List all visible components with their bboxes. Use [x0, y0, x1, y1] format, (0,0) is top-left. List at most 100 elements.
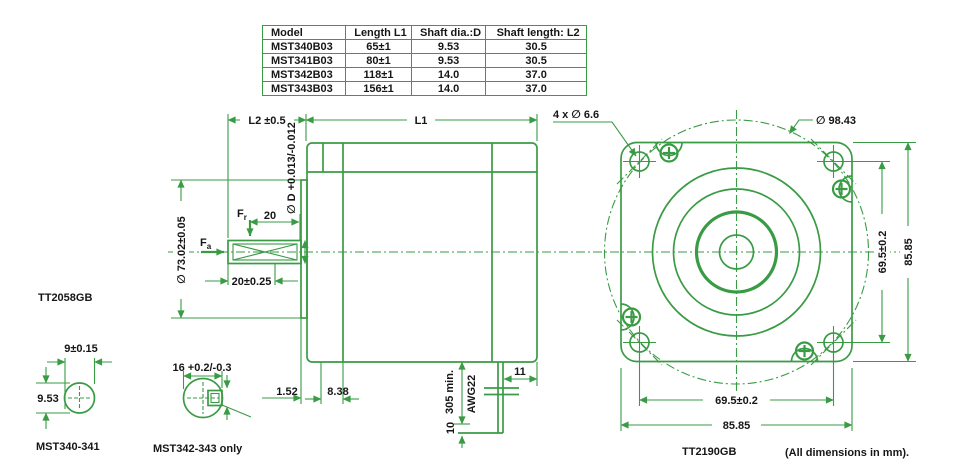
dim-body-dia-label: ∅ 73.02±0.05 [176, 216, 188, 283]
pilot-circle [694, 210, 779, 294]
table-row: MST340B03 65±1 9.53 30.5 [262, 39, 588, 54]
table-row: MST341B03 80±1 9.53 30.5 [262, 53, 588, 68]
width-bg [712, 418, 761, 432]
cover-circle [672, 188, 801, 316]
hole-spacing-h-label: 69.5±0.2 [715, 395, 758, 407]
cell-model: MST340B03 [262, 39, 346, 54]
cell-shaft-dia: 9.53 [410, 53, 487, 68]
model-spec-table: Model Length L1 Shaft dia.:D Shaft lengt… [262, 25, 588, 96]
hole-spacing-h-bg [703, 393, 770, 407]
bolt-circle [603, 119, 870, 385]
bolt-circle-leader [789, 119, 813, 134]
dim-shaft-len-label: 20±0.25 [232, 276, 272, 288]
key-leader [221, 404, 252, 418]
table-row: MST342B03 118±1 14.0 37.0 [262, 67, 588, 82]
dim-shaft-dia-label: ∅ D +0.013/-0.012 [286, 122, 298, 214]
units-note: (All dimensions in mm). [785, 447, 909, 459]
detail1-label: MST340-341 [36, 441, 100, 453]
flange-outline [620, 141, 853, 363]
front-view: 4 x ∅ 6.6 ∅ 98.43 69.5±0.2 85.85 69.5±0.… [553, 109, 916, 459]
dim-l2-label: L2 ±0.5 [248, 115, 285, 127]
detail2-label: MST342-343 only [153, 443, 243, 455]
dim-pilot-label: 1.52 [276, 386, 297, 398]
lead-wires: 305 min. AWG22 10 11 [444, 361, 538, 448]
front-vertical-dimensions: 69.5±0.2 85.85 [845, 141, 916, 363]
l2-label-bg [240, 113, 294, 127]
lead-offset-label: 11 [514, 366, 526, 378]
width-label: 85.85 [723, 420, 751, 432]
table-row: MST343B03 156±1 14.0 37.0 [262, 81, 588, 96]
hole-br-diagonal [810, 319, 857, 366]
length-dimensions: L2 ±0.5 L1 [227, 113, 538, 238]
bolt-circle-callout-label: ∅ 98.43 [816, 115, 856, 127]
hole-bl-diagonal [616, 319, 663, 366]
height-label: 85.85 [903, 238, 915, 266]
height-bg [900, 226, 916, 278]
cell-model: MST343B03 [262, 81, 346, 96]
detail2-dia-key-dim: 16 +0.2/-0.3 [172, 362, 231, 374]
col-header-model: Model [262, 25, 346, 40]
lead-strip-label: 10 [445, 422, 457, 434]
col-header-length: Length L1 [345, 25, 412, 40]
col-header-shaft-length: Shaft length: L2 [485, 25, 588, 40]
body-diameter-dimension: ∅ 73.02±0.05 [171, 179, 302, 319]
hole-spacing-v-label: 69.5±0.2 [877, 231, 889, 274]
shaft-outline [227, 239, 302, 265]
force-axial-label: Fa [200, 237, 212, 251]
cell-length: 118±1 [345, 67, 412, 82]
shaft-circle [718, 234, 755, 270]
force-radial-label: Fr [237, 208, 247, 222]
table-header-row: Model Length L1 Shaft dia.:D Shaft lengt… [262, 25, 588, 40]
dim-l1-label: L1 [415, 115, 428, 127]
key-inner [210, 392, 220, 404]
detail1-dia-dim: 9.53 [37, 393, 58, 405]
cell-shaft-dia: 14.0 [410, 67, 487, 82]
shaft [227, 239, 302, 265]
detail1-flat-dim: 9±0.15 [64, 343, 98, 355]
cell-length: 80±1 [345, 53, 412, 68]
lead-gauge-label: AWG22 [466, 375, 478, 414]
l1-label-bg [407, 113, 435, 127]
cell-shaft-dia: 9.53 [410, 39, 487, 54]
dim-flat-len-label: 20 [264, 210, 276, 222]
side-view-code: TT2058GB [38, 292, 92, 304]
cell-shaft-length: 37.0 [485, 81, 588, 96]
col-header-shaft-dia: Shaft dia.:D [410, 25, 487, 40]
front-callouts: 4 x ∅ 6.6 ∅ 98.43 [553, 109, 856, 157]
hole-spacing-v-bg [874, 214, 890, 290]
cell-shaft-length: 30.5 [485, 53, 588, 68]
body-dia-label-bg [173, 201, 189, 299]
dim-flange-label: 8.38 [327, 386, 348, 398]
cell-length: 156±1 [345, 81, 412, 96]
front-view-code: TT2190GB [682, 446, 736, 458]
flange-dimensions: 1.52 8.38 [262, 318, 359, 404]
holes-callout-leader [553, 121, 637, 157]
side-view: L2 ±0.5 L1 ∅ 73.02±0.05 ∅ D +0.013/-0.01… [38, 113, 538, 448]
shaft-detail-340-341: 9±0.15 9.53 MST340-341 [36, 343, 112, 453]
screw-left [621, 307, 642, 327]
flat-diagonal-2 [232, 243, 298, 261]
screw-right [831, 179, 852, 199]
shaft-flat-outline [232, 243, 298, 261]
key-outer [207, 389, 223, 407]
shaft-diameter-dimension: ∅ D +0.013/-0.012 [286, 122, 309, 264]
force-annotations: Fr Fa 20 [200, 208, 300, 256]
holes-callout-label: 4 x ∅ 6.6 [553, 109, 599, 121]
body-circle [651, 167, 822, 337]
cell-model: MST342B03 [262, 67, 346, 82]
assembly-screws [620, 142, 853, 362]
screw-top [659, 143, 679, 163]
screw-bottom [794, 341, 815, 361]
lead-length-label: 305 min. [444, 370, 456, 414]
cell-length: 65±1 [345, 39, 412, 54]
cell-shaft-dia: 14.0 [410, 81, 487, 96]
cell-model: MST341B03 [262, 53, 346, 68]
shaft-length-dimension: 20±0.25 [205, 263, 298, 288]
shaft-detail-342-343: 16 +0.2/-0.3 MST342-343 only [153, 362, 252, 455]
hole-tl-diagonal [616, 138, 663, 185]
front-horizontal-dimensions: 69.5±0.2 85.85 [620, 354, 853, 432]
pilot-boss [300, 179, 308, 319]
cell-shaft-length: 30.5 [485, 39, 588, 54]
